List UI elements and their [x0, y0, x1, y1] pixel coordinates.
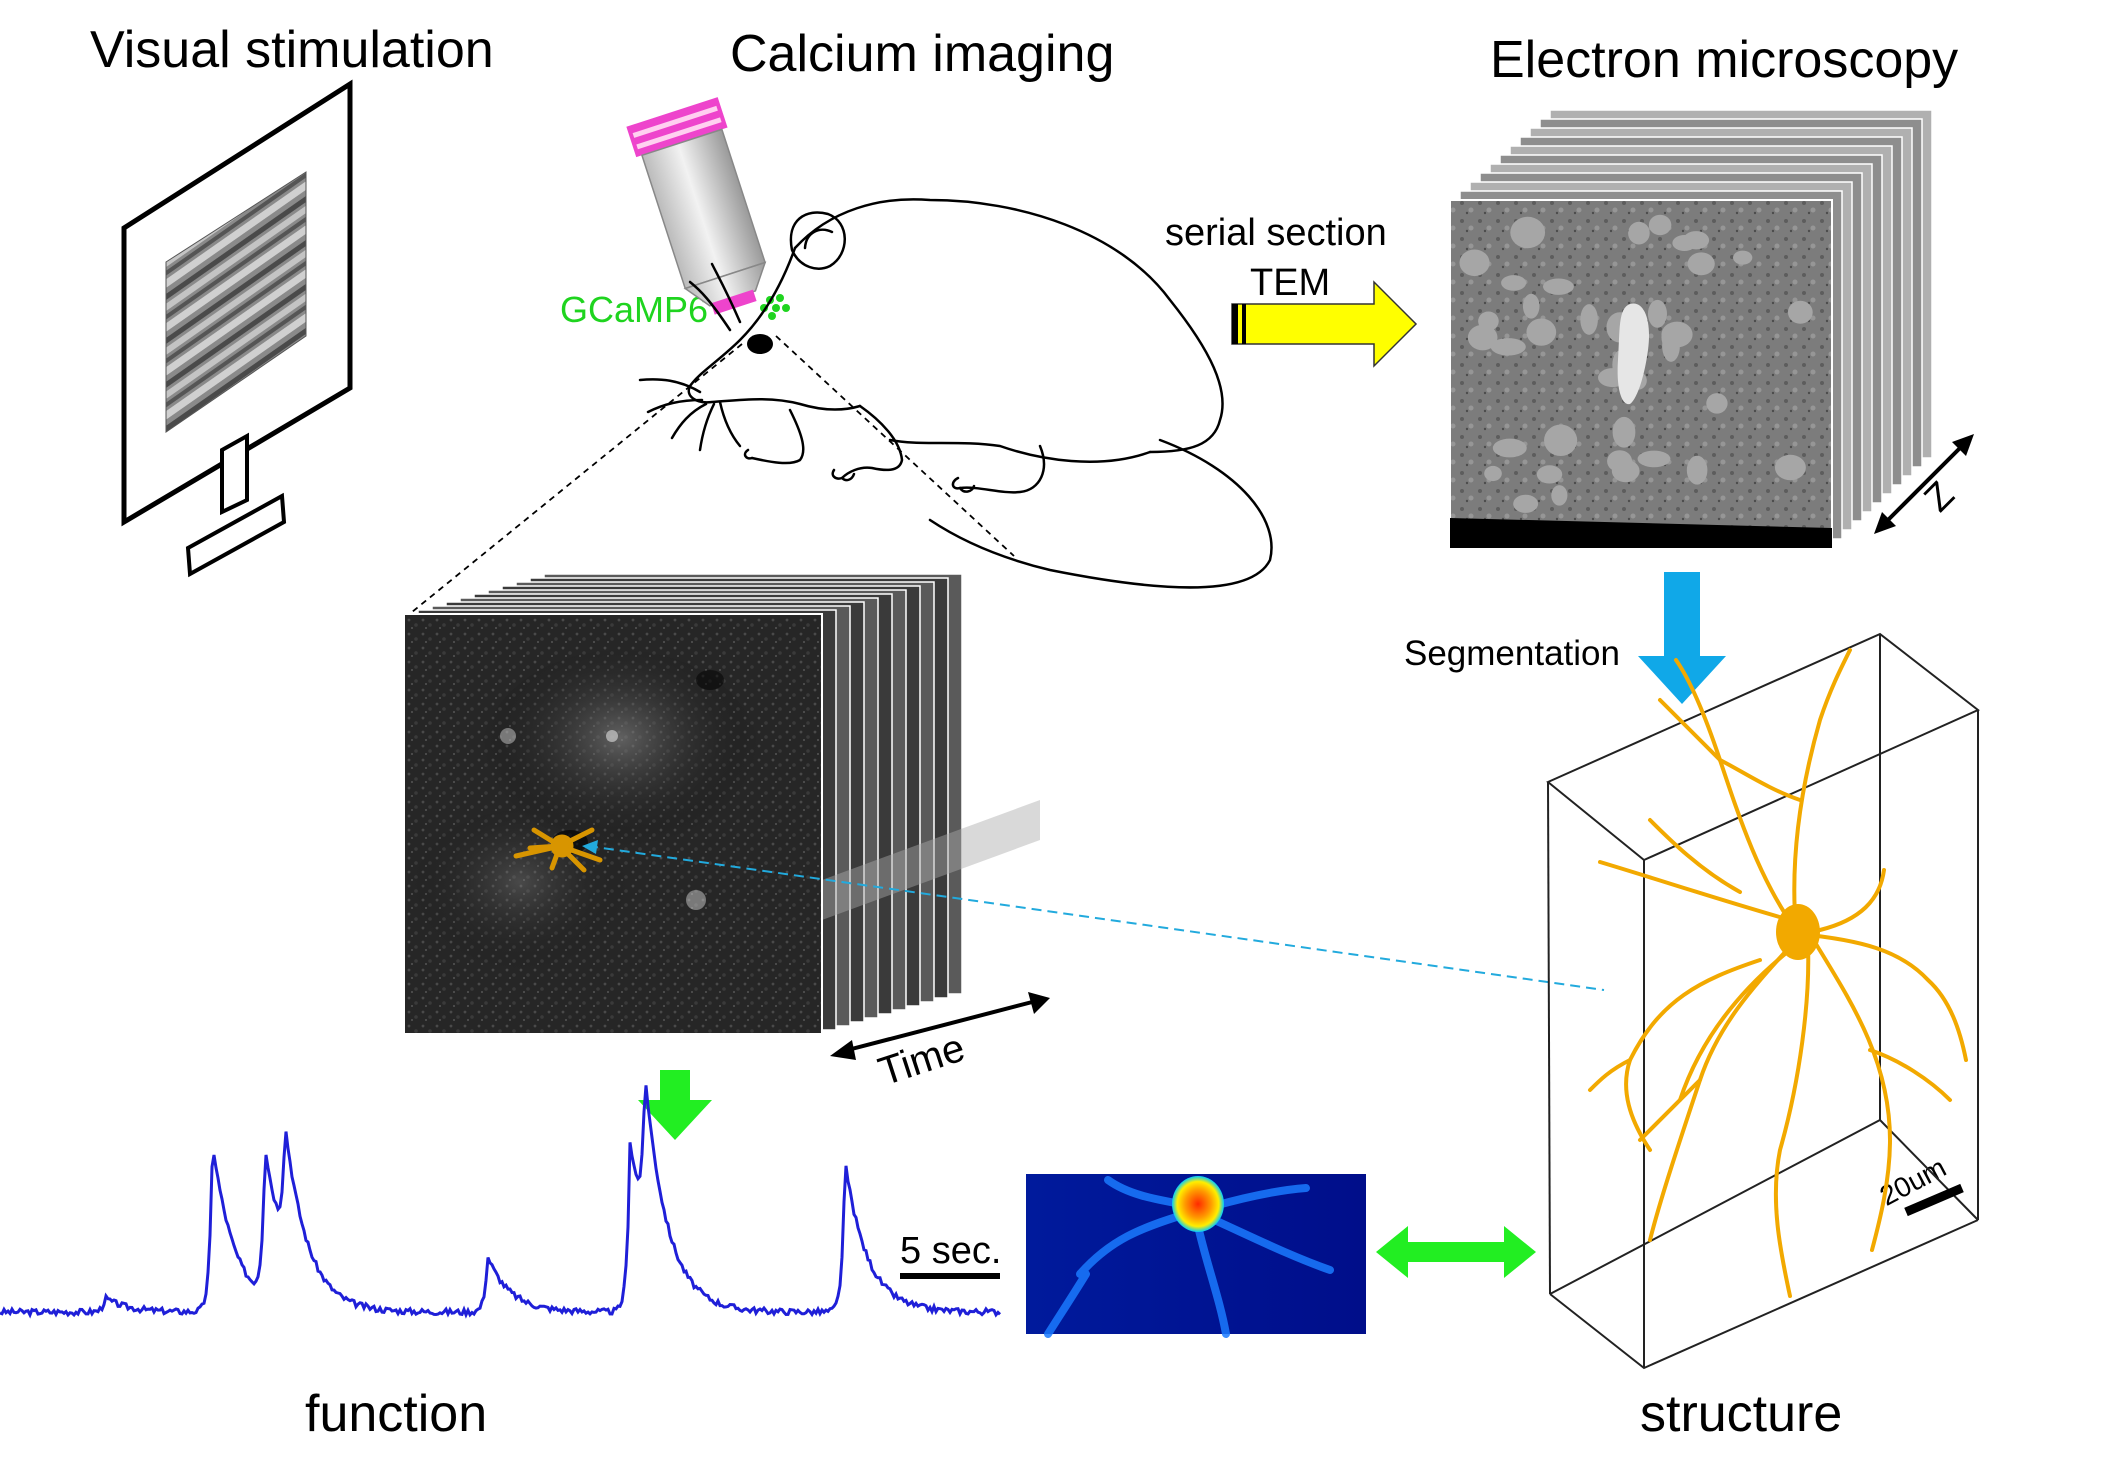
em-cell-body	[1686, 455, 1708, 485]
em-cell-body	[1492, 438, 1527, 458]
segmentation-label: Segmentation	[1404, 634, 1620, 673]
neuron-correspondence-line	[587, 845, 1605, 991]
em-cell-body	[1774, 454, 1806, 481]
em-cell-body	[1647, 299, 1668, 328]
em-cell-body	[1611, 459, 1640, 483]
dendrite-branch	[1638, 1078, 1702, 1142]
em-cell-body	[1628, 221, 1650, 245]
em-cell-body	[1787, 300, 1813, 324]
calcium-neuron-highlight	[513, 827, 603, 873]
em-cell-body	[1733, 250, 1753, 265]
em-cell-body	[1672, 235, 1697, 252]
segmentation-arrow	[1638, 572, 1726, 704]
title-electron-microscopy: Electron microscopy	[1490, 31, 1959, 89]
function-structure-link-arrow	[1376, 1226, 1536, 1278]
calcium-frame-highlight	[822, 800, 1040, 920]
em-cell-body	[1706, 393, 1728, 414]
tem-label: TEM	[1250, 262, 1331, 304]
em-cell-body	[1490, 338, 1526, 356]
em-cell-body	[1522, 293, 1540, 319]
time-axis-arrow	[830, 992, 1050, 1060]
em-cell-body	[1459, 249, 1490, 277]
objective-lens-icon	[626, 97, 767, 315]
monitor-icon	[121, 79, 353, 578]
em-cell-body	[1501, 275, 1527, 291]
correspondence-arrowhead	[582, 840, 598, 854]
calcium-image-stack	[403, 573, 1040, 1035]
tem-arrow	[1231, 280, 1418, 368]
dendrite-branch	[1718, 758, 1802, 802]
structure-box	[1546, 632, 1980, 1370]
function-down-arrow	[638, 1070, 712, 1140]
scale-bar-time-label: 5 sec.	[900, 1230, 1002, 1272]
gcamp-label: GCaMP6	[560, 289, 709, 330]
dendrite-branch	[1773, 944, 1811, 1298]
function-label: function	[305, 1385, 488, 1443]
dendrite-branch	[1868, 1048, 1952, 1102]
em-cell-body	[1637, 450, 1671, 468]
dendrite-branch	[1818, 868, 1886, 932]
em-cell-body	[1478, 311, 1499, 331]
em-cell-body	[1484, 465, 1502, 482]
structure-label: structure	[1640, 1385, 1843, 1443]
segmented-neuron	[1588, 648, 1968, 1298]
dendrite-branch	[1792, 648, 1852, 932]
em-cell-body	[1536, 465, 1563, 484]
dendrite-branch	[1798, 932, 1968, 1062]
em-cell-body	[1648, 214, 1672, 236]
dendrite-branch	[1598, 860, 1792, 922]
em-cell-body	[1612, 416, 1636, 448]
z-axis-arrow	[1874, 434, 1974, 534]
em-cell-body	[1580, 304, 1598, 335]
heatmap-neuron-image	[1026, 1174, 1366, 1338]
serial-section-label: serial section	[1165, 212, 1387, 254]
soma	[1776, 904, 1820, 960]
em-cell-body	[1551, 485, 1568, 506]
dendrite-branch	[1588, 1058, 1632, 1092]
em-image-stack	[1449, 109, 1933, 549]
em-cell-body	[1542, 278, 1574, 295]
gcamp-cells-icon	[760, 294, 790, 320]
projection-lines	[411, 335, 1015, 613]
dendrite-branch	[1624, 958, 1762, 1152]
title-calcium-imaging: Calcium imaging	[730, 25, 1115, 83]
dendrite-branch	[1658, 698, 1722, 762]
dendrite-branch	[1674, 658, 1798, 932]
em-cell-body	[1544, 424, 1578, 457]
em-cell-body	[1513, 494, 1539, 513]
dendrite-branch	[1648, 818, 1742, 894]
fluorescence-trace	[0, 1085, 1002, 1319]
em-cell-body	[1467, 324, 1498, 351]
mouse-drawing	[638, 198, 1273, 589]
em-cell-body	[1526, 318, 1557, 346]
em-cell-body	[1516, 221, 1534, 237]
dendrite-branch	[1678, 948, 1792, 1102]
title-visual-stimulation: Visual stimulation	[90, 21, 494, 79]
dendrite-branch	[1814, 942, 1893, 1252]
em-cell-body	[1662, 330, 1680, 362]
scale-bar-length	[1904, 1183, 1964, 1217]
em-cell-body	[1687, 252, 1715, 276]
